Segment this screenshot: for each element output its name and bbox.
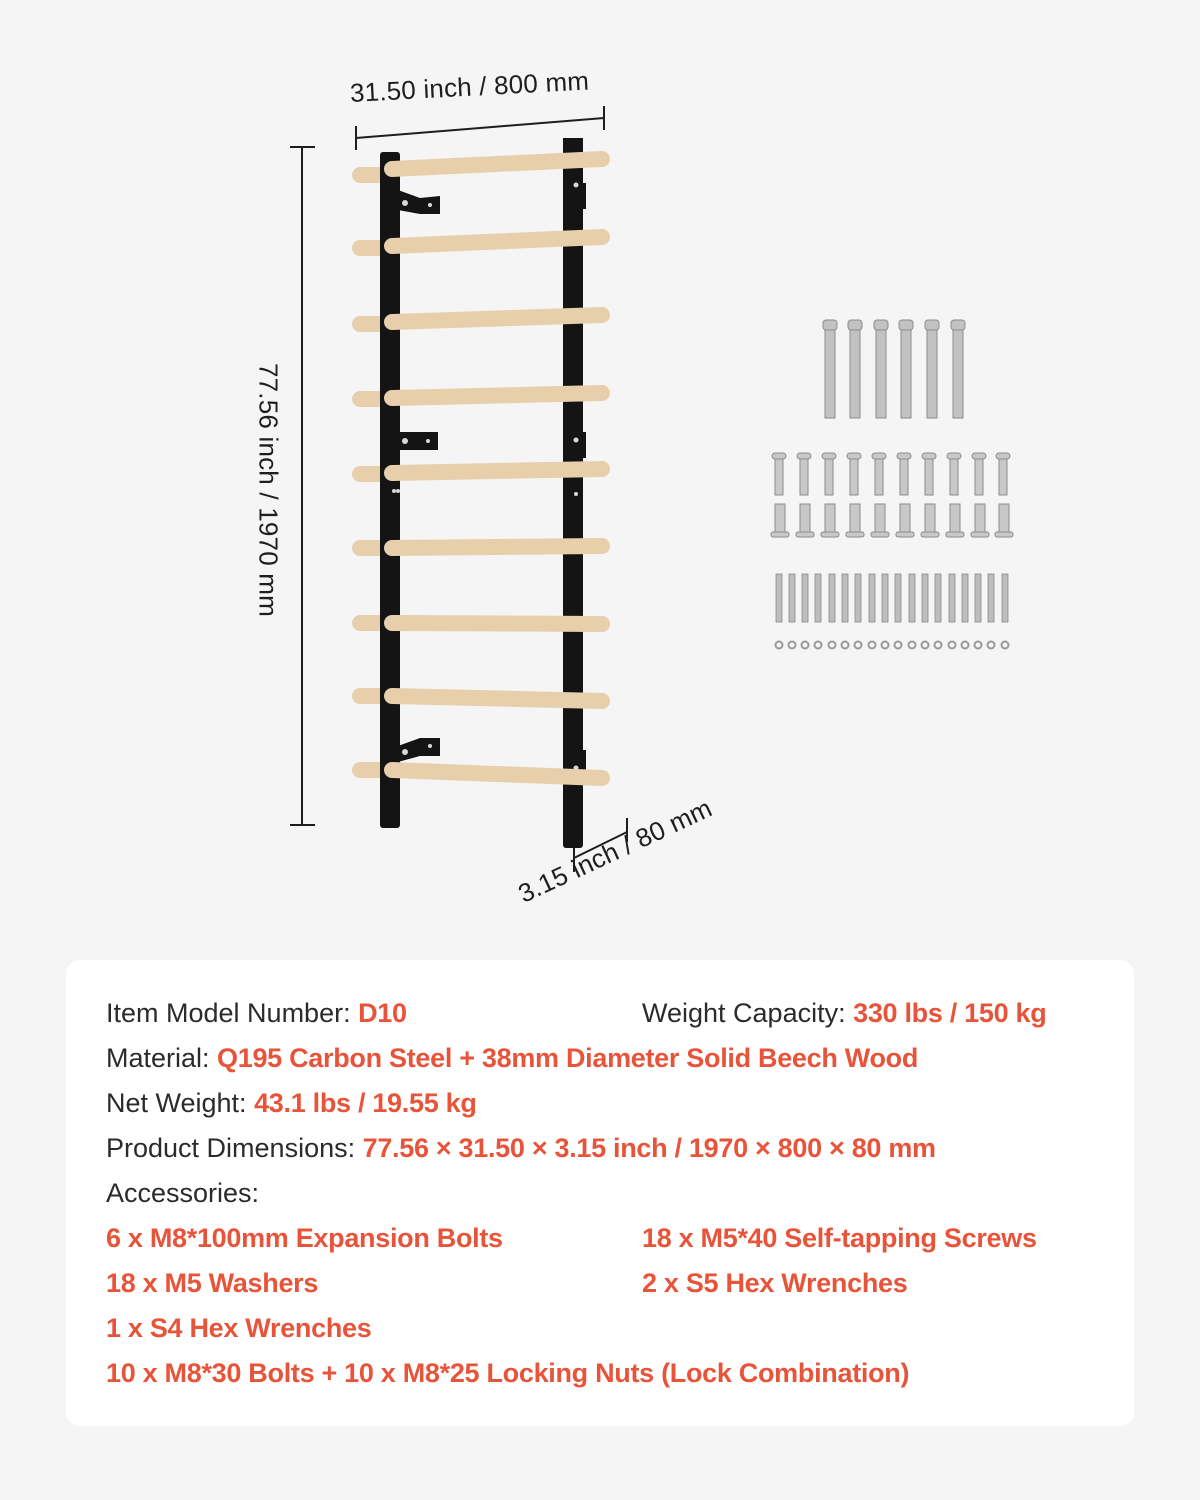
locking-nuts-icon (770, 503, 1014, 538)
height-dimension-line (290, 146, 315, 826)
rungs-back (352, 167, 388, 778)
spec-model-number: Item Model Number: D10 (106, 996, 407, 1030)
spec-value: 77.56 × 31.50 × 3.15 inch / 1970 × 800 ×… (362, 1133, 936, 1163)
wall-ladder-illustration (290, 106, 1014, 872)
spec-value: Q195 Carbon Steel + 38mm Diameter Solid … (217, 1043, 919, 1073)
accessories-heading: Accessories: (106, 1176, 259, 1210)
accessory-item: 1 x S4 Hex Wrenches (106, 1311, 372, 1345)
accessory-text: 18 x M5*40 Self-tapping Screws (642, 1223, 1037, 1253)
spec-label: Material: (106, 1043, 218, 1073)
accessory-text: 6 x M8*100mm Expansion Bolts (106, 1223, 503, 1253)
accessory-item: 18 x M5*40 Self-tapping Screws (642, 1221, 1037, 1255)
spec-weight-capacity: Weight Capacity: 330 lbs / 150 kg (642, 996, 1047, 1030)
depth-dimension-line (573, 818, 628, 872)
bolts-icon (771, 452, 1011, 496)
frame-upright-right-front (563, 138, 583, 152)
accessory-item: 2 x S5 Hex Wrenches (642, 1266, 908, 1300)
accessory-text: 10 x M8*30 Bolts + 10 x M8*25 Locking Nu… (106, 1358, 910, 1388)
washers-icon (774, 640, 1010, 650)
height-dimension-label: 77.56 inch / 1970 mm (253, 362, 284, 618)
product-diagram: 31.50 inch / 800 mm 77.56 inch / 1970 mm… (253, 65, 1014, 909)
spec-label: Weight Capacity: (642, 998, 854, 1028)
accessory-item: 18 x M5 Washers (106, 1266, 318, 1300)
rungs-front (384, 151, 610, 786)
accessory-item: 10 x M8*30 Bolts + 10 x M8*25 Locking Nu… (106, 1356, 909, 1390)
spec-label: Net Weight: (106, 1088, 255, 1118)
expansion-bolts-icon (822, 319, 966, 419)
spec-material: Material: Q195 Carbon Steel + 38mm Diame… (106, 1041, 918, 1075)
spec-value: 330 lbs / 150 kg (853, 998, 1047, 1028)
self-tapping-screws-icon (775, 573, 1009, 623)
spec-label: Item Model Number: (106, 998, 359, 1028)
wall-brackets (398, 183, 586, 776)
spec-value: D10 (358, 998, 407, 1028)
spec-net-weight: Net Weight: 43.1 lbs / 19.55 kg (106, 1086, 477, 1120)
accessory-item: 6 x M8*100mm Expansion Bolts (106, 1221, 503, 1255)
spec-label: Product Dimensions: (106, 1133, 363, 1163)
accessory-text: 18 x M5 Washers (106, 1268, 319, 1298)
specifications-card: Item Model Number: D10 Weight Capacity: … (66, 960, 1134, 1426)
bracket-bolts (392, 182, 579, 771)
accessory-text: 1 x S4 Hex Wrenches (106, 1313, 372, 1343)
spec-value: 43.1 lbs / 19.55 kg (254, 1088, 477, 1118)
accessory-text: 2 x S5 Hex Wrenches (642, 1268, 908, 1298)
accessories-label: Accessories: (106, 1178, 260, 1208)
spec-product-dimensions: Product Dimensions: 77.56 × 31.50 × 3.15… (106, 1131, 936, 1165)
width-dimension-line (355, 106, 605, 150)
